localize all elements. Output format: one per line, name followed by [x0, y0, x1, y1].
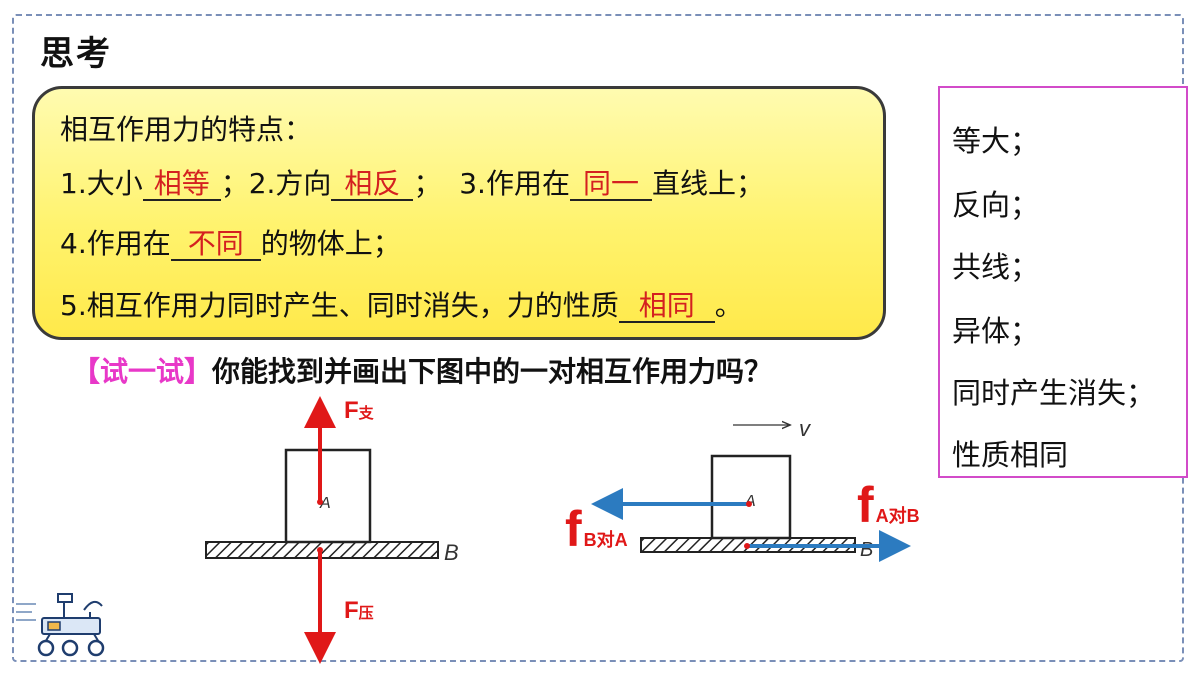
- label-f-right-sub: A对B: [876, 505, 920, 526]
- board-b-label: B: [860, 539, 873, 561]
- line1-text-3: ； 3.作用在: [413, 167, 570, 200]
- features-box: [32, 86, 886, 340]
- features-heading: 相互作用力的特点：: [60, 113, 313, 146]
- board-b-label: B: [444, 540, 459, 565]
- features-line-2: 4.作用在不同的物体上；: [60, 222, 401, 262]
- try-it-tag: 【试一试】: [72, 355, 213, 388]
- answer-direction: 相反: [331, 169, 414, 201]
- label-pressure-force: F压: [344, 597, 374, 624]
- answer-line: 同一: [569, 169, 652, 201]
- point-pressure: [317, 547, 323, 553]
- summary-item: 等大；: [952, 124, 1040, 158]
- page-title: 思考: [40, 34, 112, 74]
- summary-item: 共线；: [952, 250, 1040, 284]
- line1-text-1: 1.大小: [60, 167, 143, 200]
- try-it-prompt: 【试一试】你能找到并画出下图中的一对相互作用力吗？: [72, 350, 772, 390]
- block-a: [710, 454, 792, 540]
- label-f-right: f: [857, 477, 874, 533]
- label-support-force: F支: [344, 397, 375, 424]
- label-pressure-sub: 压: [359, 605, 374, 622]
- summary-item: 反向；: [952, 188, 1040, 222]
- point-support: [317, 499, 323, 505]
- answer-object: 不同: [170, 229, 261, 261]
- answer-nature: 相同: [618, 291, 715, 323]
- summary-item: 性质相同: [952, 438, 1069, 472]
- label-pressure-f: F: [344, 597, 359, 624]
- line2-text-1: 4.作用在: [60, 227, 171, 260]
- summary-item: 同时产生消失；: [952, 376, 1156, 410]
- line1-text-2: ；2.方向: [220, 167, 332, 200]
- block-a-label: A: [319, 495, 331, 512]
- features-line-1: 1.大小相等；2.方向相反； 3.作用在同一直线上；: [60, 162, 764, 202]
- velocity-label: v: [799, 416, 812, 441]
- answer-size: 相等: [142, 169, 221, 201]
- label-f-left-sub: B对A: [584, 529, 628, 550]
- line1-text-4: 直线上；: [651, 167, 764, 200]
- summary-item: 异体；: [952, 314, 1040, 348]
- label-f-left: f: [565, 501, 582, 557]
- rover-icon: [16, 593, 105, 657]
- point-friction-a: [746, 501, 752, 507]
- diagram-support-pressure: A B F支 F压: [205, 396, 459, 664]
- label-support-f: F: [344, 397, 359, 424]
- summary-box: 等大； 反向； 共线； 异体； 同时产生消失； 性质相同: [938, 86, 1188, 478]
- try-it-question: 你能找到并画出下图中的一对相互作用力吗？: [212, 355, 773, 388]
- line3-text-1: 5.相互作用力同时产生、同时消失，力的性质: [60, 289, 619, 322]
- point-friction-b: [744, 543, 750, 549]
- line2-text-2: 的物体上；: [260, 227, 401, 260]
- label-support-sub: 支: [358, 404, 375, 422]
- line3-text-2: 。: [714, 289, 743, 322]
- features-line-3: 5.相互作用力同时产生、同时消失，力的性质相同。: [60, 284, 743, 324]
